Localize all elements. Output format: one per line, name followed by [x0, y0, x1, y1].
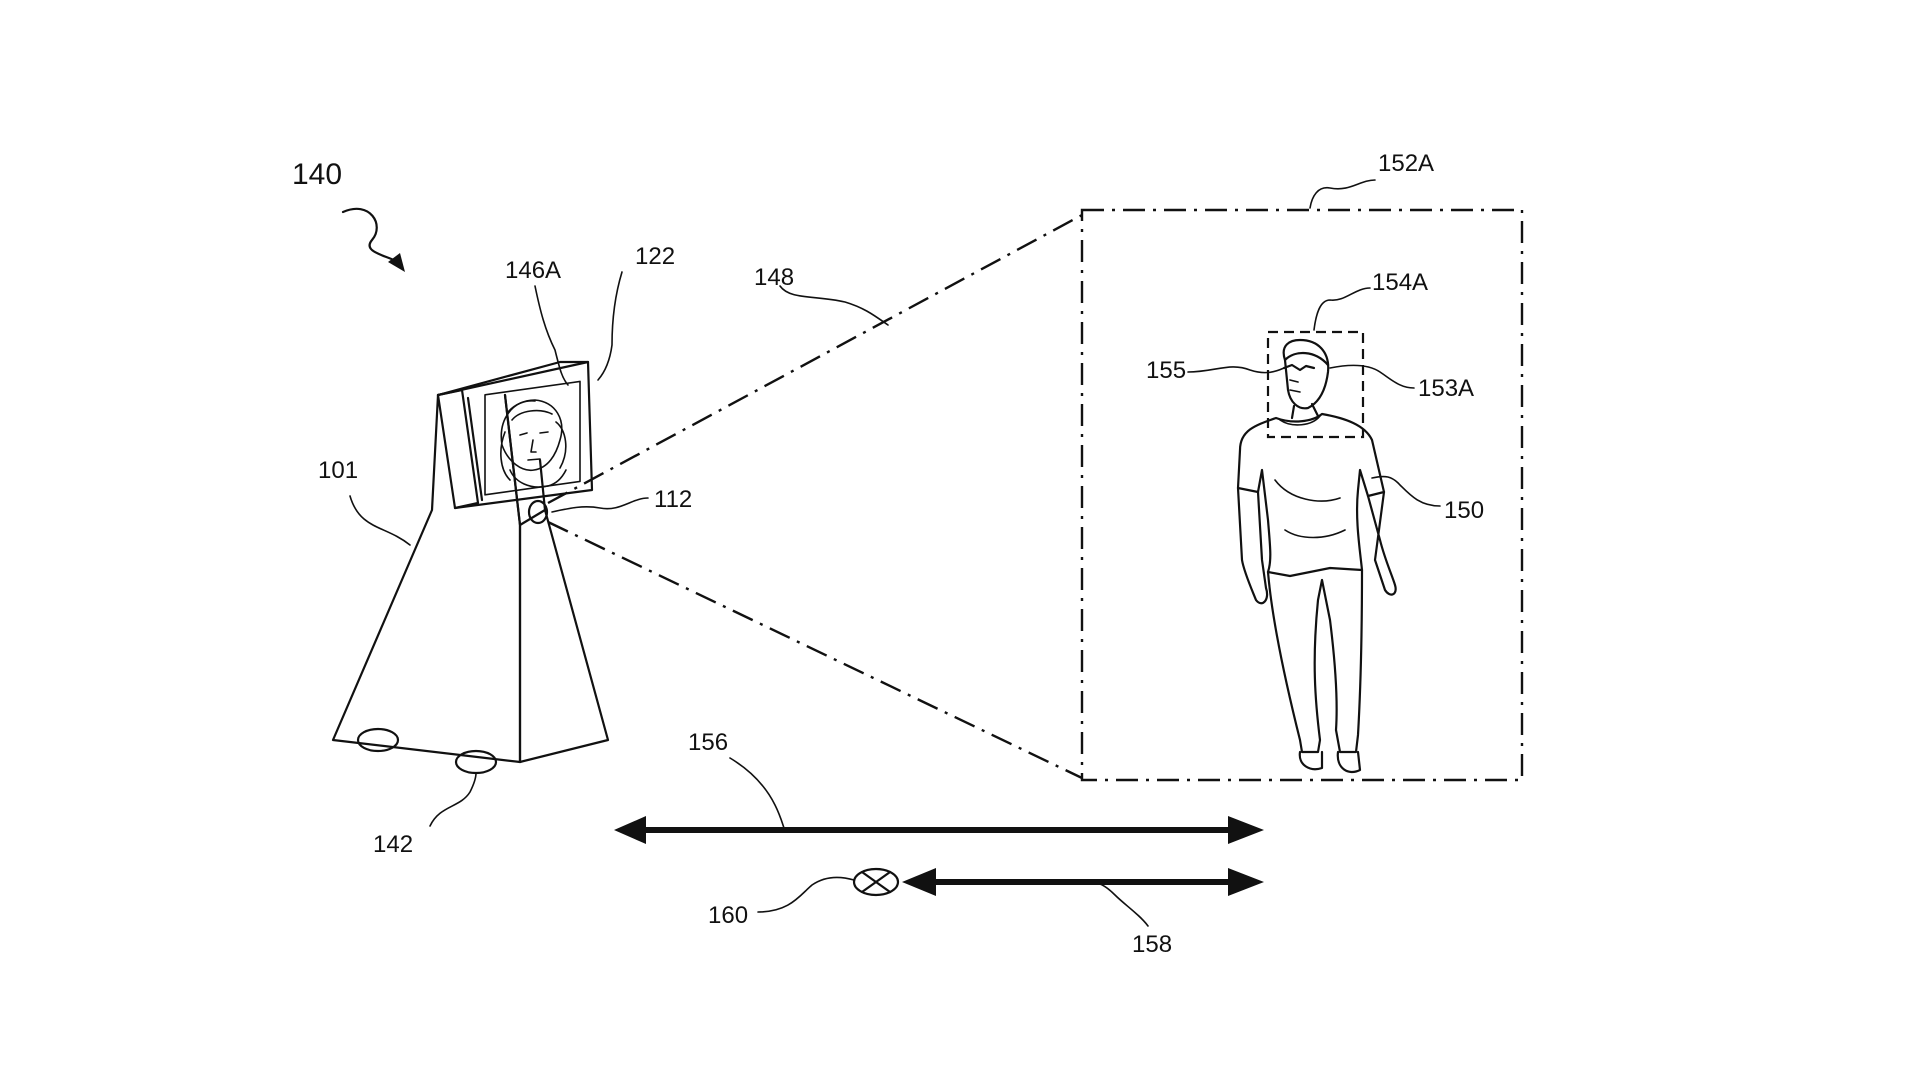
label-158: 158: [1132, 931, 1172, 958]
leader-146A: [534, 285, 569, 386]
label-156: 156: [688, 729, 728, 756]
person-legs: [1266, 568, 1364, 754]
leader-154A: [1313, 287, 1371, 331]
robot: [331, 360, 610, 775]
person-head: [1282, 338, 1330, 410]
leader-153A: [1329, 364, 1415, 389]
robot-wheel-left: [356, 727, 400, 753]
label-153A: 153A: [1418, 375, 1474, 402]
leader-148: [779, 285, 889, 326]
label-146A: 146A: [505, 257, 561, 284]
robot-display: [436, 360, 594, 510]
fov-lower-line: [547, 520, 1083, 780]
range-arrow-156: [614, 816, 1264, 844]
person: [1236, 338, 1397, 774]
label-154A: 154A: [1372, 269, 1428, 296]
label-figure-ref: 140: [292, 158, 342, 191]
range-arrow-156-left-head: [614, 816, 646, 844]
leader-155: [1187, 366, 1285, 374]
leader-142: [429, 772, 477, 827]
person-shoe-right: [1336, 750, 1362, 774]
person-shirt: [1236, 412, 1386, 578]
person-left-arm: [1236, 486, 1269, 605]
leader-122: [597, 271, 623, 381]
person-right-arm: [1366, 490, 1397, 596]
target-point-160: [852, 867, 900, 897]
leader-160: [757, 876, 855, 913]
leader-152A: [1309, 179, 1376, 209]
robot-wheel-right: [454, 749, 498, 775]
label-160: 160: [708, 902, 748, 929]
label-112: 112: [654, 486, 692, 513]
leader-158: [1099, 883, 1149, 927]
label-101: 101: [318, 457, 358, 484]
label-148: 148: [754, 264, 794, 291]
person-shoe-left: [1298, 750, 1324, 771]
range-arrow-156-right-head: [1228, 816, 1264, 844]
person-eyewear: [1282, 363, 1316, 372]
label-142: 142: [373, 831, 413, 858]
label-122: 122: [635, 243, 675, 270]
leader-112: [551, 497, 649, 513]
range-arrow-158-left-head: [902, 868, 936, 896]
range-arrow-158: [902, 868, 1264, 896]
label-150: 150: [1444, 497, 1484, 524]
leader-150: [1371, 475, 1441, 507]
leader-101: [349, 495, 411, 546]
display-portrait: [500, 399, 567, 488]
figure-ref-arrow: [341, 207, 400, 264]
robot-camera: [527, 499, 549, 525]
robot-body-right-panel: [503, 393, 610, 764]
face-box-154A: [1266, 330, 1365, 439]
label-155: 155: [1146, 357, 1186, 384]
fov-upper-line: [547, 213, 1083, 505]
range-arrow-158-right-head: [1228, 868, 1264, 896]
frame-152A: [1080, 208, 1524, 782]
leader-156: [729, 757, 785, 829]
robot-body-left-panel: [331, 393, 522, 764]
label-152A: 152A: [1378, 150, 1434, 177]
figure-ref-arrowhead: [388, 253, 405, 272]
